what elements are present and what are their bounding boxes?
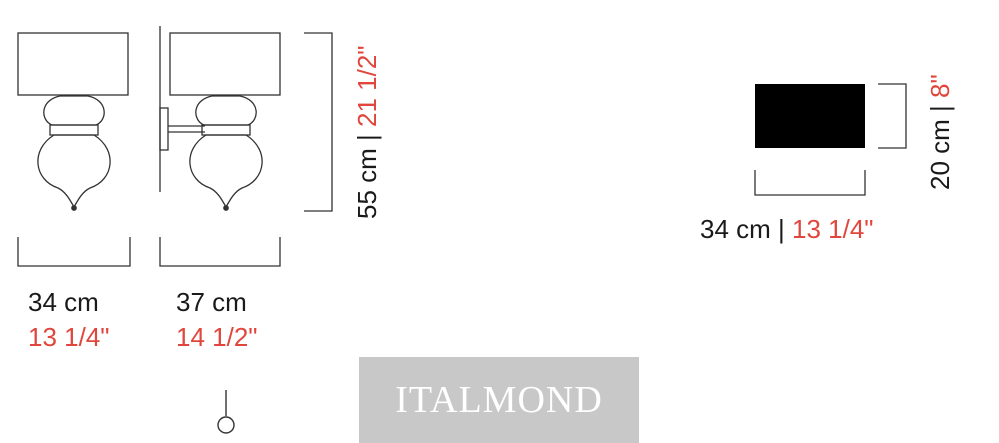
front-width-cm-label: 34 cm: [28, 287, 99, 317]
shade-width-bracket: [754, 170, 866, 196]
side-width-bracket: [159, 237, 281, 267]
side-shade: [169, 32, 281, 96]
side-width-in-label: 14 1/2": [176, 322, 258, 352]
front-upper-body: [43, 95, 105, 126]
shade-detail-block: [755, 84, 865, 148]
wall-plate: [159, 107, 169, 151]
side-upper-body: [195, 95, 257, 126]
main-height-bracket: [304, 32, 333, 212]
side-collar: [201, 124, 251, 136]
front-view-lamp: [17, 32, 131, 267]
side-finial: [223, 205, 229, 211]
shade-width-label: 34 cm | 13 1/4": [700, 216, 874, 242]
shade-detail: [754, 83, 907, 196]
main-height-in: 21 1/2": [352, 45, 382, 127]
side-glass-globe: [189, 134, 263, 209]
shade-height-separator: |: [925, 97, 955, 120]
shade-width-cm: 34 cm: [700, 214, 771, 244]
side-width-cm-label: 37 cm: [176, 287, 247, 317]
shade-height-in: 8": [925, 74, 955, 98]
shade-width-in: 13 1/4": [792, 214, 874, 244]
main-height-cm: 55 cm: [352, 148, 382, 219]
shade-width-separator: |: [770, 214, 793, 244]
front-width-bracket: [17, 237, 131, 267]
front-collar: [49, 124, 99, 136]
front-shade: [17, 32, 129, 96]
shade-height-label: 20 cm | 8": [925, 74, 956, 190]
front-width-in-label: 13 1/4": [28, 322, 110, 352]
front-glass-globe: [37, 134, 111, 209]
front-finial: [71, 205, 77, 211]
shade-height-bracket: [878, 83, 907, 149]
italmond-watermark: ITALMOND: [359, 357, 639, 443]
shade-height-cm: 20 cm: [925, 119, 955, 190]
side-view-lamp: [159, 26, 281, 267]
main-height-separator: |: [352, 126, 382, 149]
bulb-symbol-icon: [217, 390, 235, 434]
main-height-label: 55 cm | 21 1/2": [352, 45, 383, 219]
